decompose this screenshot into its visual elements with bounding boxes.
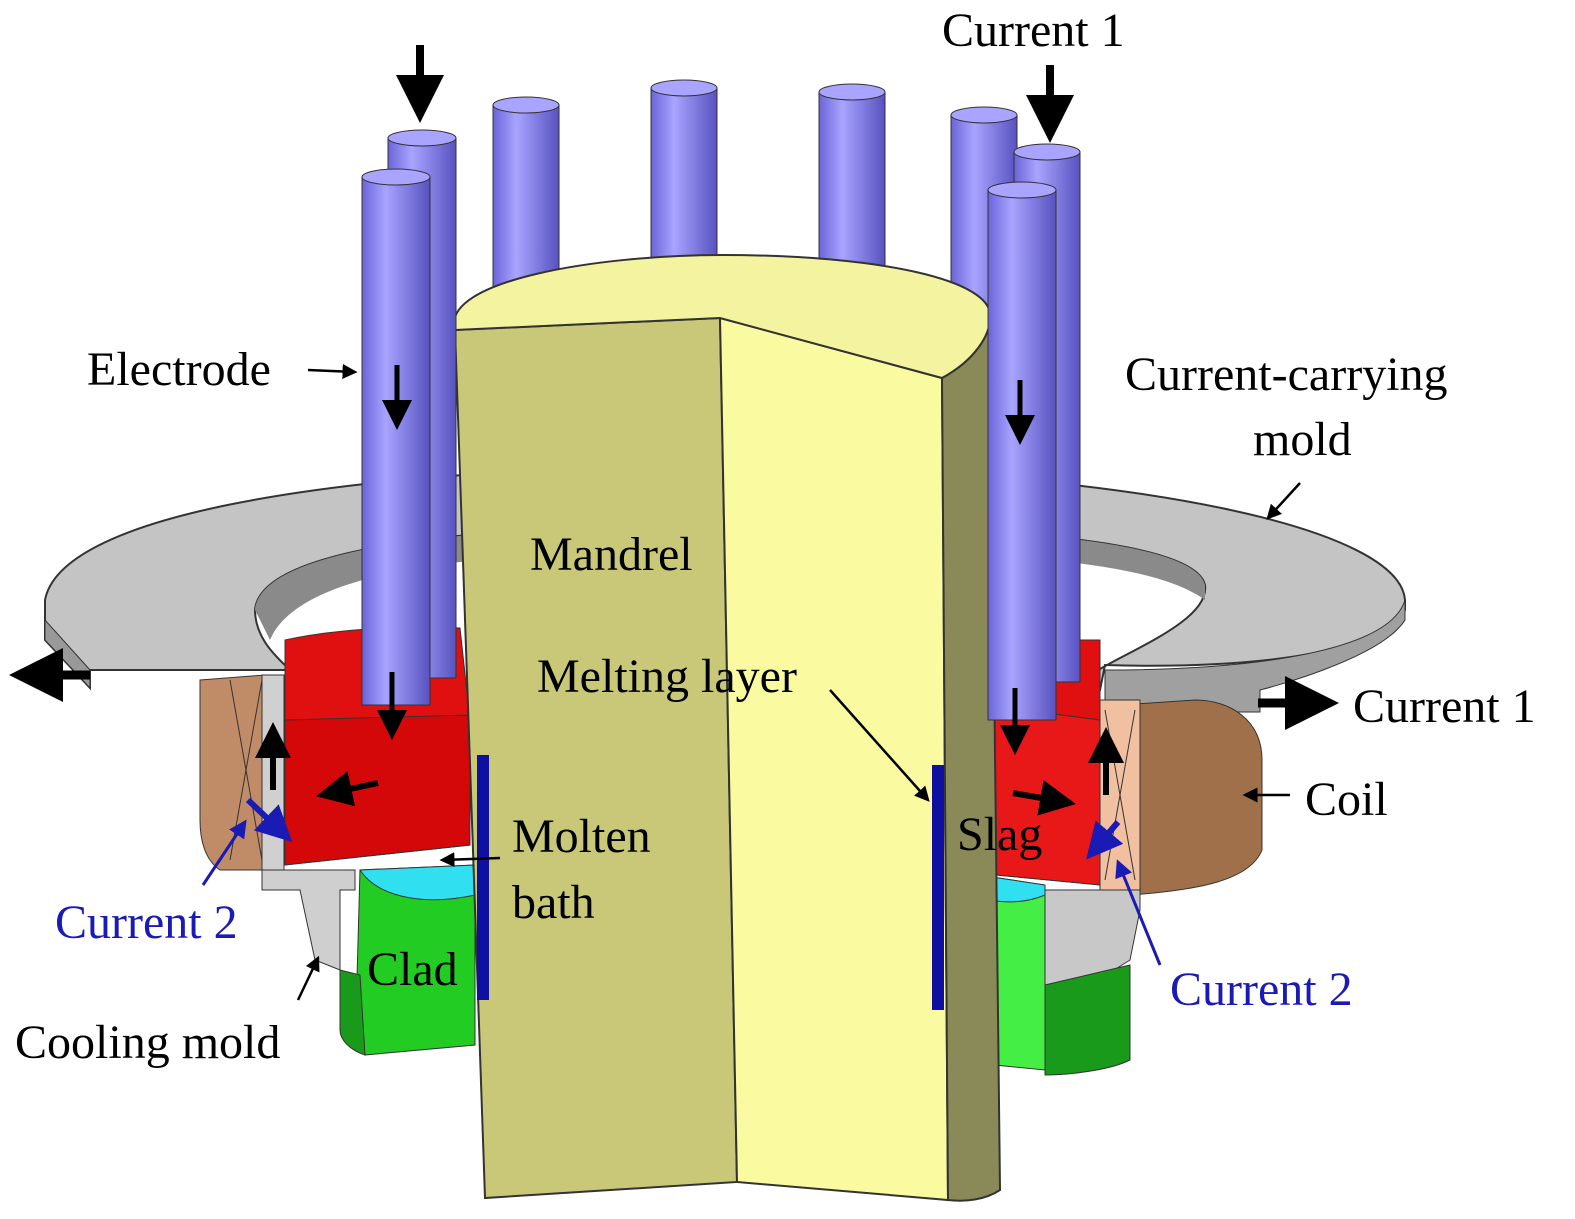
right-assembly (1044, 699, 1263, 1076)
label-current-carrying-mold-1: Current-carrying (1125, 348, 1448, 401)
label-current1-top: Current 1 (942, 4, 1125, 57)
current-flow-arrows (9, 45, 1339, 816)
label-molten: Molten (512, 810, 651, 863)
label-melting-layer: Melting layer (537, 650, 797, 703)
label-mandrel: Mandrel (530, 528, 693, 581)
electrode-rod (361, 168, 431, 706)
melting-layer-right (932, 765, 944, 1010)
label-electrode: Electrode (87, 343, 271, 396)
mandrel (453, 253, 1002, 1202)
current2-leaders (201, 797, 1162, 966)
label-bath: bath (512, 876, 595, 929)
label-cooling-mold: Cooling mold (15, 1016, 280, 1069)
electrode-rod (987, 181, 1057, 721)
coil-right (1119, 699, 1263, 896)
cooling-mold-left (261, 869, 356, 971)
melting-layer-left (477, 755, 489, 1000)
leader-lines (296, 363, 1301, 1001)
label-coil: Coil (1305, 773, 1388, 826)
label-clad: Clad (367, 943, 458, 996)
label-current2-right: Current 2 (1170, 963, 1353, 1016)
label-current-carrying-mold-2: mold (1253, 413, 1352, 466)
label-current1-right: Current 1 (1353, 680, 1536, 733)
label-slag: Slag (957, 808, 1042, 861)
label-current2-left: Current 2 (55, 896, 238, 949)
electrodes-front (361, 129, 1081, 721)
coil-left (199, 674, 266, 871)
